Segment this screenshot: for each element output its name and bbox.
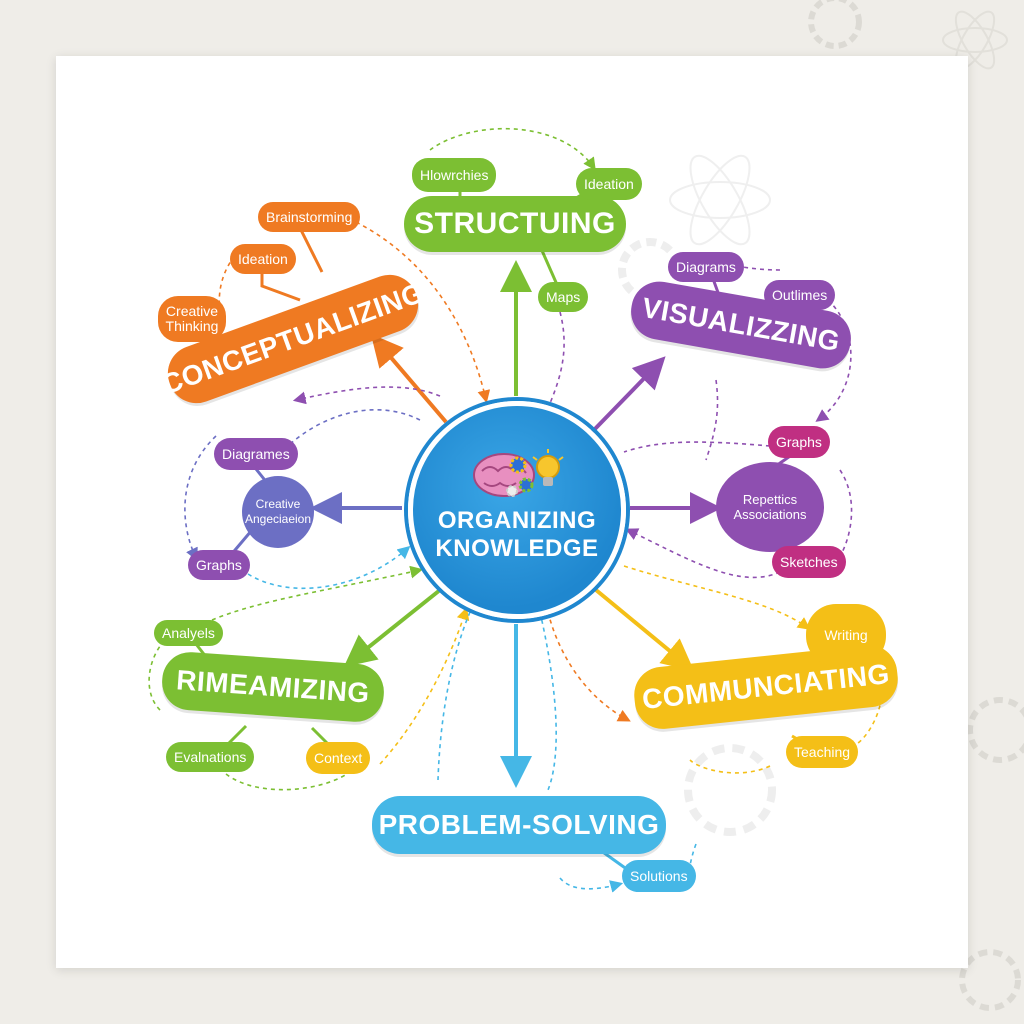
main-node-structuring: STRUCTUING <box>404 196 626 252</box>
sub-node-analyels: Analyels <box>154 620 223 646</box>
sub-node-context: Context <box>306 742 371 774</box>
gear-icon <box>959 949 1021 1011</box>
sub-node-sketches: Sketches <box>772 546 846 578</box>
sub-node-solutions: Solutions <box>622 860 696 892</box>
sub-node-repetitics-associations: Repettics Associations <box>716 462 824 552</box>
sub-node-graphs-left: Graphs <box>188 550 250 580</box>
sub-node-graphs-right: Graphs <box>768 426 830 458</box>
sub-node-writing: Writing <box>806 604 886 666</box>
sub-node-brainstorming: Brainstorming <box>258 202 361 232</box>
sub-node-creative-thinking: Creative Thinking <box>158 296 226 342</box>
arrow-to-visualizing <box>590 356 666 434</box>
sub-node-diagrames-left: Diagrames <box>214 438 298 470</box>
sub-node-hlowrchies: Hlowrchies <box>412 158 497 192</box>
atom-watermark-icon <box>669 154 771 246</box>
arrow-to-rimeamizing <box>343 588 442 667</box>
central-hub: ORGANIZING KNOWLEDGE <box>408 401 626 619</box>
sub-node-creative-aspect: Creative Angeciaeion <box>242 476 314 548</box>
sub-node-evalnations: Evalnations <box>166 742 255 772</box>
arrow-to-communicating <box>594 588 695 672</box>
sub-node-ideation-top: Ideation <box>576 168 642 200</box>
main-node-problem-solving: PROBLEM-SOLVING <box>372 796 666 854</box>
sub-node-teaching: Teaching <box>786 736 859 768</box>
sub-node-outlines: Outlimes <box>764 280 836 310</box>
sub-node-diagrams-right: Diagrams <box>668 252 744 282</box>
arrow-to-conceptualizing <box>370 333 448 424</box>
center-title-line-2: KNOWLEDGE <box>435 535 599 562</box>
sub-node-ideation-left: Ideation <box>230 244 296 274</box>
gear-icon <box>808 0 862 49</box>
sub-node-maps: Maps <box>538 282 589 312</box>
brain-gears-lightbulb-icon <box>473 449 564 497</box>
gear-icon <box>967 697 1024 763</box>
center-title-line-1: ORGANIZING <box>437 507 597 534</box>
